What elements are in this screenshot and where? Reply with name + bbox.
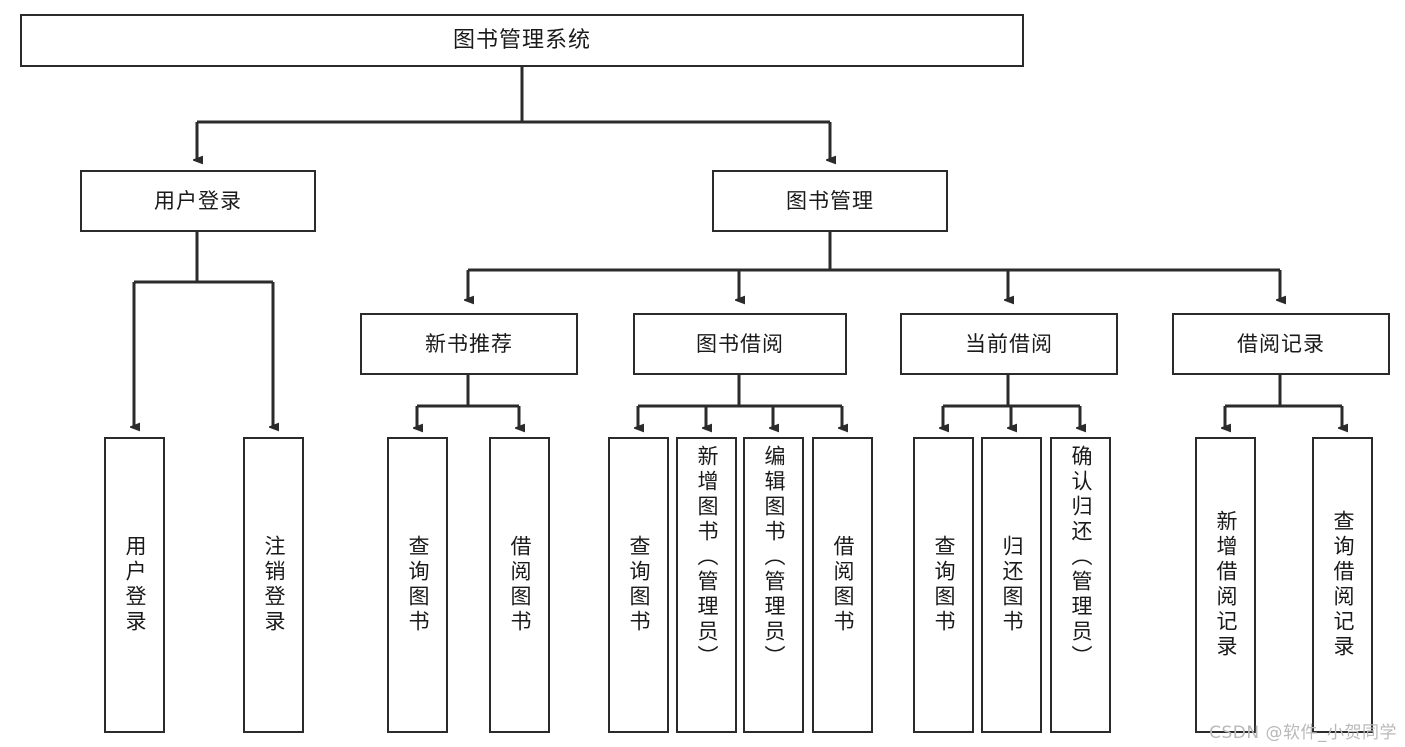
node-book-manage[interactable]: 图书管理 — [712, 170, 948, 232]
node-root-book-management-system[interactable]: 图书管理系统 — [20, 14, 1024, 67]
node-label: 查询图书 — [932, 535, 956, 635]
node-label: 借阅图书 — [831, 535, 855, 635]
node-label: 确认归还（管理员） — [1069, 445, 1093, 670]
node-label: 用户登录 — [123, 535, 147, 635]
node-label: 用户登录 — [154, 188, 242, 213]
node-label: 归还图书 — [1000, 535, 1024, 635]
node-leaf-return-book[interactable]: 归还图书 — [981, 437, 1042, 733]
node-label: 图书管理 — [786, 188, 874, 213]
node-leaf-query-book-current[interactable]: 查询图书 — [913, 437, 974, 733]
node-current-borrow[interactable]: 当前借阅 — [900, 313, 1118, 375]
node-label: 查询图书 — [406, 535, 430, 635]
node-leaf-edit-book[interactable]: 编辑图书（管理员） — [743, 437, 804, 733]
node-leaf-query-borrow-record[interactable]: 查询借阅记录 — [1312, 437, 1373, 733]
node-label: 新增借阅记录 — [1214, 510, 1238, 660]
node-user-login[interactable]: 用户登录 — [80, 170, 316, 232]
node-label: 注销登录 — [262, 535, 286, 635]
node-leaf-borrow-book[interactable]: 借阅图书 — [812, 437, 873, 733]
node-label: 图书借阅 — [696, 331, 784, 356]
node-book-borrow[interactable]: 图书借阅 — [633, 313, 847, 375]
node-leaf-confirm-return[interactable]: 确认归还（管理员） — [1050, 437, 1111, 733]
node-label: 新书推荐 — [425, 331, 513, 356]
node-label: 借阅记录 — [1237, 331, 1325, 356]
node-leaf-borrow-book-recommend[interactable]: 借阅图书 — [489, 437, 550, 733]
node-new-book-recommend[interactable]: 新书推荐 — [360, 313, 578, 375]
node-leaf-query-book-recommend[interactable]: 查询图书 — [387, 437, 448, 733]
node-label: 当前借阅 — [965, 331, 1053, 356]
node-leaf-add-borrow-record[interactable]: 新增借阅记录 — [1195, 437, 1256, 733]
node-label: 借阅图书 — [508, 535, 532, 635]
node-label: 图书管理系统 — [452, 27, 591, 53]
node-borrow-record[interactable]: 借阅记录 — [1172, 313, 1390, 375]
node-label: 查询借阅记录 — [1331, 510, 1355, 660]
node-label: 查询图书 — [627, 535, 651, 635]
node-leaf-user-login[interactable]: 用户登录 — [104, 437, 165, 733]
watermark-csdn: CSDN @软件_小贺同学 — [1209, 723, 1397, 743]
node-label: 新增图书（管理员） — [695, 445, 719, 670]
node-leaf-add-book[interactable]: 新增图书（管理员） — [676, 437, 737, 733]
node-leaf-user-logout[interactable]: 注销登录 — [243, 437, 304, 733]
node-leaf-query-book-borrow[interactable]: 查询图书 — [608, 437, 669, 733]
node-label: 编辑图书（管理员） — [762, 445, 786, 670]
